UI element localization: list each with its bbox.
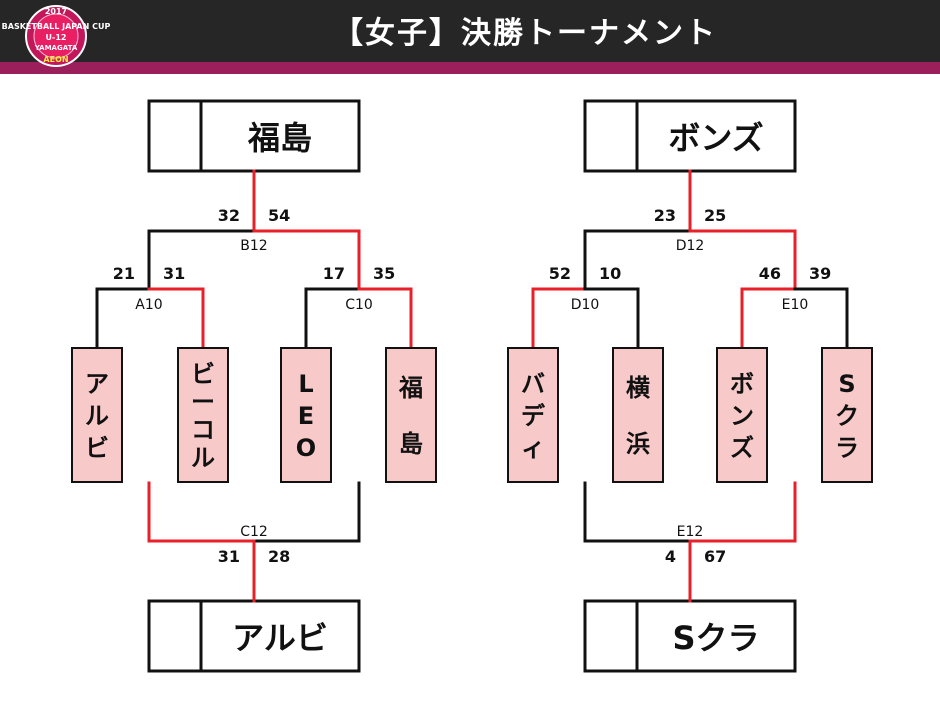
b2-sfr-score-left: 46 [759,264,781,283]
logo-year: 2017 [45,7,67,16]
b1-top-result-team: 福島 [247,119,312,157]
b1-sfr-score-left: 17 [323,264,345,283]
logo-line3: YAMAGATA [34,44,78,52]
b2-team-2-team-char: ズ [730,434,754,462]
b1-bottom-result-team: アルビ [232,619,328,657]
b2-team-0-team-box [507,347,559,483]
b1-team-2-team-box [280,347,332,483]
b2-team-3-team-char: S [838,370,855,398]
b1-sfr-score-right: 35 [373,264,395,283]
b1-team-1-team-char: ル [191,444,215,472]
b1-team-1-team-char: ー [191,388,215,416]
header-stripe [0,62,940,74]
b1-team-0-team-char: ル [85,402,109,430]
b1-final-score-right: 54 [268,206,290,225]
b2-team-2-team-char: ン [730,402,754,430]
b2-sfl-code: D10 [571,297,600,313]
tournament-logo: 2017 BASKETBALL JAPAN CUP U-12 YAMAGATA … [2,5,111,67]
b1-team-0-team-char: ビ [85,434,109,462]
b2-team-0-team-char: ィ [521,434,545,462]
b1-team-1-team-char: コ [191,416,215,444]
b1-team-0-team-box [71,347,123,483]
b2-final-code: D12 [676,238,705,254]
b2-top-result-box [583,99,797,173]
logo-line2: U-12 [46,33,67,42]
b1-tp-score-right: 28 [268,547,290,566]
logo-brand: AEON [43,55,68,64]
header-bar [0,0,940,62]
b1-sfl-score-right: 31 [163,264,185,283]
b2-team-0-team-char: バ [521,370,545,398]
b1-team-1-team-char: ビ [191,360,215,388]
b1-team-1-team-box [177,347,229,483]
b1-sfr-code: C10 [345,297,373,313]
b2-final-score-left: 23 [654,206,676,225]
b2-team-2-team-box [716,347,768,483]
b2-team-2-team-char: ボ [730,370,754,398]
b2-tp-code: E12 [677,524,704,540]
b2-team-3-team-char: ク [835,402,859,430]
b2-team-1-team-box [612,347,664,483]
b1-tp-code: C12 [240,524,268,540]
b2-team-3-team-box [821,347,873,483]
b2-team-1-team-char: 浜 [626,430,650,458]
b1-team-3-team-box [385,347,437,483]
b2-team-0-team-char: デ [521,402,546,430]
b2-final-score-right: 25 [704,206,726,225]
b1-final-score-left: 32 [218,206,240,225]
b1-team-2-team-char: O [296,434,316,462]
b1-team-3-team-char: 福 [398,374,423,402]
b1-top-result-box [147,99,361,173]
b2-team-1-team-char: 横 [626,374,651,402]
b2-tp-score-left: 4 [665,547,676,566]
b2-sfr-code: E10 [782,297,809,313]
b1-tp-score-left: 31 [218,547,240,566]
page-title: 【女子】決勝トーナメント [333,16,717,51]
b2-tp-score-right: 67 [704,547,726,566]
logo-line1: BASKETBALL JAPAN CUP [2,22,111,31]
b2-sfr-score-right: 39 [809,264,831,283]
b1-sfl-code: A10 [135,297,162,313]
b2-sfl-score-left: 52 [549,264,571,283]
b2-sfl-score-right: 10 [599,264,621,283]
b1-team-2-team-char: E [298,402,314,430]
b1-final-code: B12 [240,238,267,254]
b1-team-0-team-char: ア [85,370,109,398]
b2-bottom-result-team: Sクラ [672,619,759,657]
b2-team-3-team-char: ラ [835,434,859,462]
b2-bottom-result-box [583,599,797,673]
b2-top-result-team: ボンズ [668,119,763,157]
b1-team-3-team-char: 島 [399,430,423,458]
b1-sfl-score-left: 21 [113,264,135,283]
b1-team-2-team-char: L [298,370,313,398]
